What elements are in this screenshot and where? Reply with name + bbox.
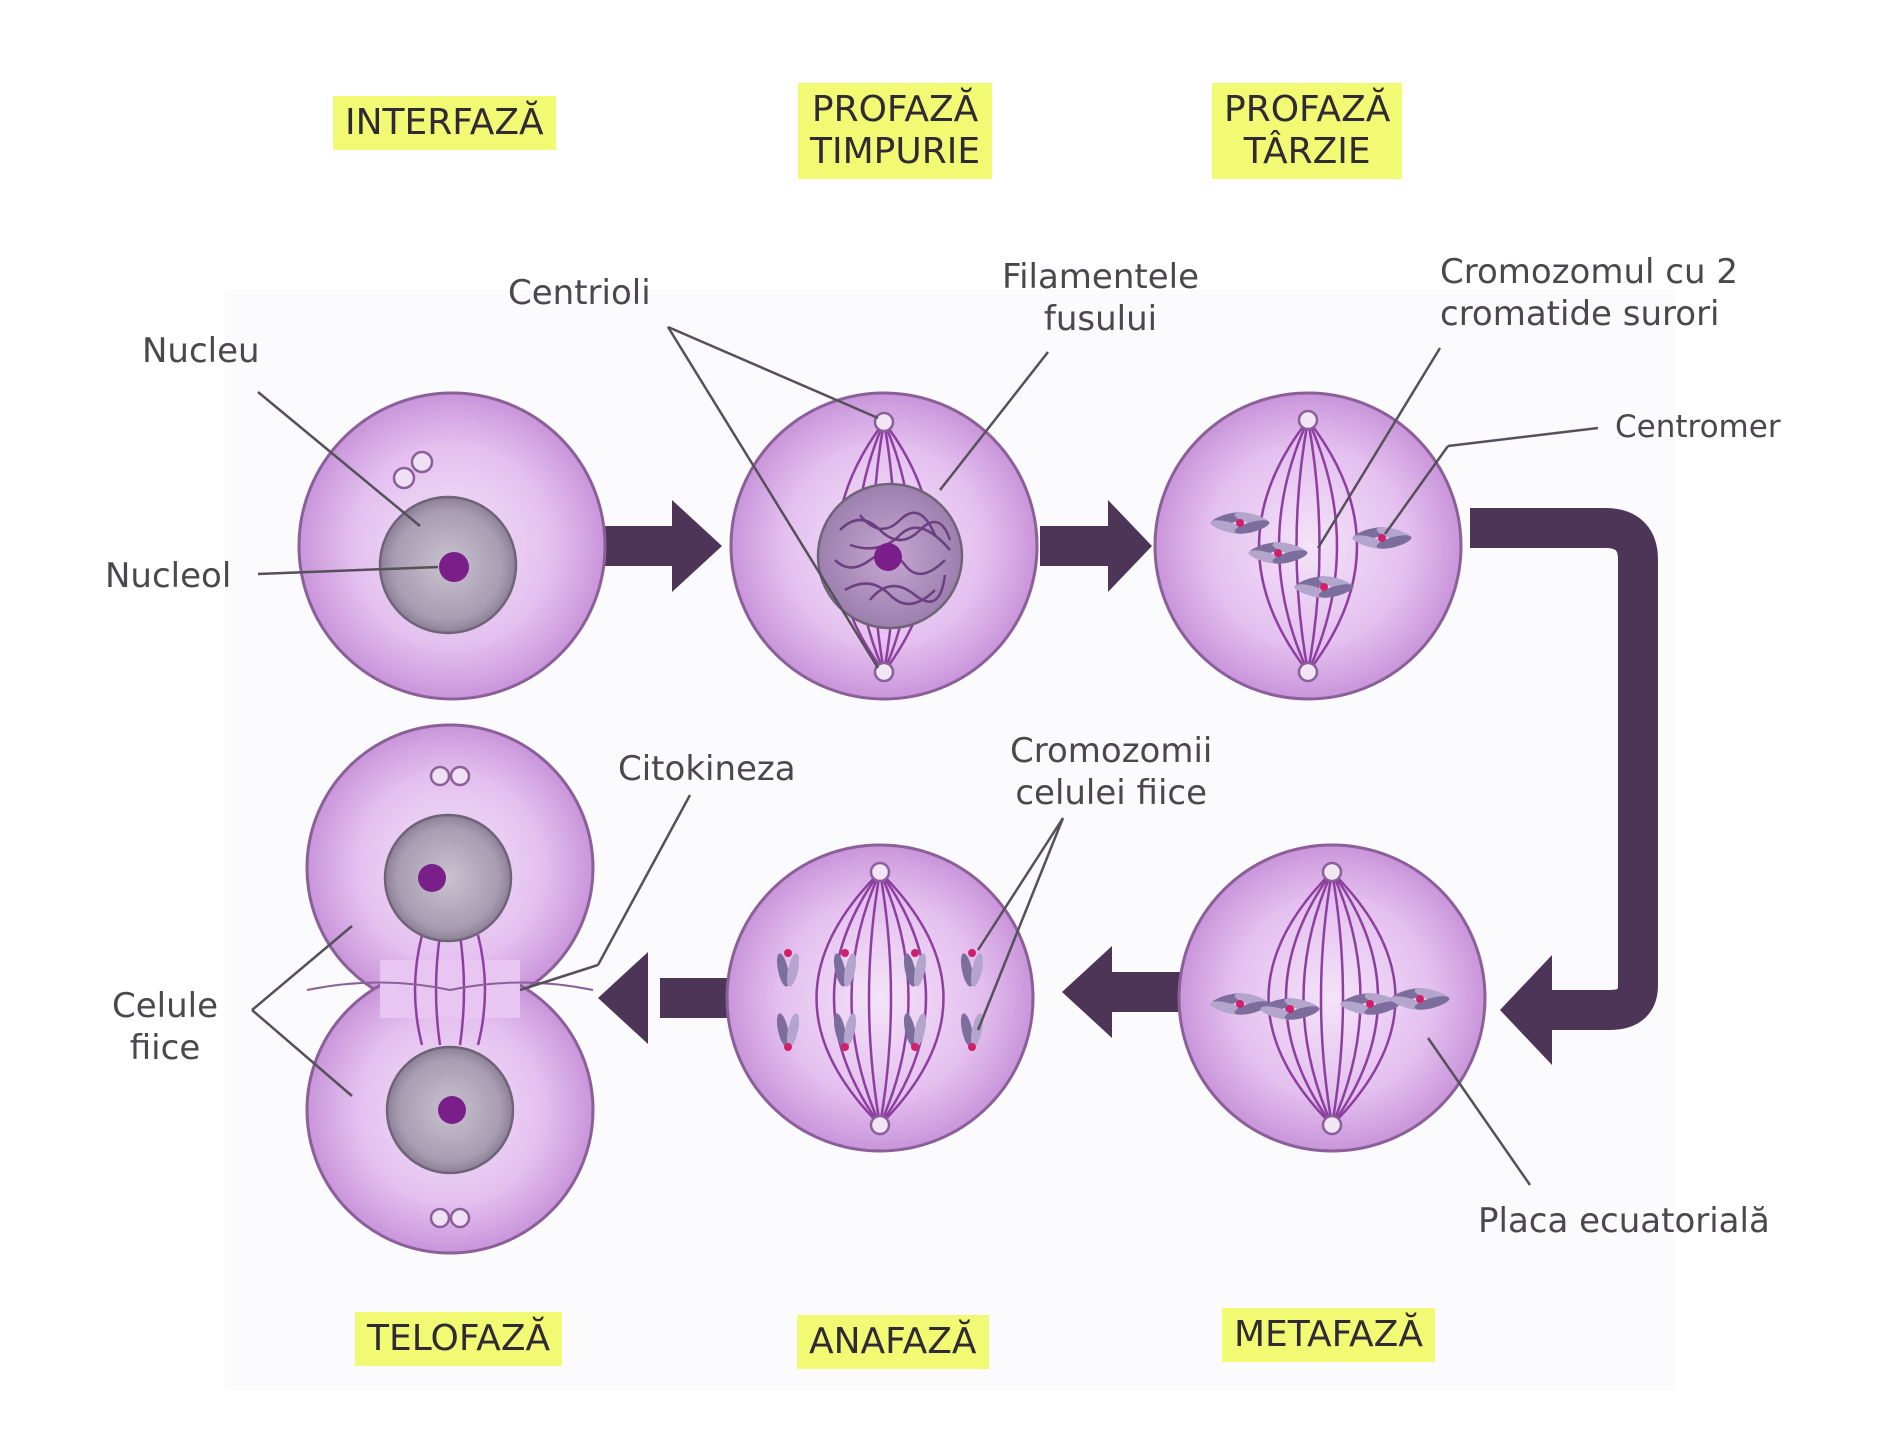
- leader-daughter-cell-top: [251, 925, 353, 1011]
- label-nucleolus: Nucleol: [105, 556, 232, 596]
- nucleolus-icon: [438, 1096, 466, 1124]
- label-cytokinesis: Citokineza: [618, 749, 796, 789]
- centriole-icon: [869, 1114, 891, 1136]
- leader-centriole-top: [667, 325, 879, 420]
- phase-early-prophase-line1: PROFAZĂ: [811, 89, 979, 130]
- label-daughter-cells-line1: Celule: [112, 986, 219, 1026]
- arrow-head-to-metaphase: [1500, 955, 1552, 1065]
- centriole-icon: [429, 765, 451, 787]
- phase-telophase: TELOFAZĂ: [355, 1312, 563, 1366]
- arrow-early-to-late-prophase: [1040, 500, 1152, 592]
- phase-metaphase: METAFAZĂ: [1222, 1308, 1435, 1362]
- centriole-icon: [429, 1207, 451, 1229]
- centriole-icon: [410, 450, 434, 474]
- phase-early-prophase: PROFAZĂ TIMPURIE: [798, 83, 993, 179]
- metaphase-cell: [1177, 843, 1487, 1153]
- anaphase-cell: [725, 843, 1035, 1153]
- nucleolus-icon: [874, 543, 902, 571]
- label-spindle-fibers: Filamentele fusului: [1002, 256, 1199, 340]
- leader-lines: [251, 325, 1599, 1186]
- arrow-metaphase-to-anaphase: [1062, 946, 1183, 1038]
- leader-nucleus: [257, 391, 421, 527]
- telophase-cells: [305, 723, 595, 1255]
- centromere-dots: [784, 949, 976, 1051]
- leader-equatorial-plate: [1426, 1037, 1532, 1186]
- label-equatorial-plate: Placa ecuatorială: [1478, 1201, 1770, 1241]
- centriole-icon: [873, 411, 895, 433]
- nucleolus-icon: [418, 864, 446, 892]
- label-spindle-line1: Filamentele: [1002, 257, 1200, 297]
- label-centrioles: Centrioli: [508, 273, 651, 313]
- label-spindle-line2: fusului: [1043, 299, 1158, 339]
- centriole-icon: [869, 861, 891, 883]
- label-chromosome-line1: Cromozomul cu 2: [1440, 252, 1738, 292]
- nucleolus-icon: [439, 552, 469, 582]
- leader-centromere-b: [1383, 445, 1450, 535]
- centriole-icon: [1321, 1114, 1343, 1136]
- leader-nucleolus: [257, 565, 439, 576]
- leader-centromere-a: [1447, 426, 1599, 448]
- spindle-fibers: [815, 871, 945, 1126]
- leader-chromosome: [1316, 347, 1442, 549]
- centriole-icon: [449, 765, 471, 787]
- phase-late-prophase: PROFAZĂ TÂRZIE: [1212, 83, 1403, 179]
- label-daughter-cells-line2: fiice: [129, 1028, 201, 1068]
- centriole-icon: [392, 466, 416, 490]
- leader-cytokinesis-b: [519, 963, 599, 992]
- leader-daughter-cell-bottom: [251, 1009, 353, 1097]
- leader-spindle: [939, 351, 1049, 491]
- label-daughter-chromosomes: Cromozomii celulei fiice: [1010, 730, 1212, 814]
- phase-anaphase: ANAFAZĂ: [797, 1315, 989, 1369]
- leader-cytokinesis-a: [596, 794, 692, 966]
- label-chromosome-line2: cromatide surori: [1440, 294, 1720, 334]
- phase-late-prophase-line2: TÂRZIE: [1243, 131, 1371, 172]
- phase-late-prophase-line1: PROFAZĂ: [1224, 89, 1391, 130]
- leader-daughter-chromosomes-b: [976, 817, 1065, 1031]
- centriole-icon: [449, 1207, 471, 1229]
- arrow-anaphase-to-telophase: [598, 952, 730, 1044]
- leader-centriole-bottom: [666, 326, 880, 669]
- centriole-icon: [873, 661, 895, 683]
- label-daughter-cells: Celule fiice: [112, 985, 218, 1069]
- remaining-spindle: [413, 934, 487, 1046]
- centriole-icon: [1321, 861, 1343, 883]
- label-daughter-chromosomes-line2: celulei fiice: [1015, 773, 1208, 813]
- phase-early-prophase-line2: TIMPURIE: [810, 131, 981, 172]
- late-prophase-cell: [1153, 391, 1463, 701]
- arrow-interphase-to-early-prophase: [600, 500, 722, 592]
- early-prophase-cell: [729, 391, 1039, 701]
- phase-interphase: INTERFAZĂ: [333, 96, 556, 150]
- label-centromere: Centromer: [1615, 409, 1781, 445]
- centriole-icon: [1297, 661, 1319, 683]
- arrow-late-prophase-to-metaphase: [1470, 508, 1658, 1030]
- centriole-icon: [1297, 409, 1319, 431]
- leader-daughter-chromosomes-a: [976, 817, 1065, 951]
- interphase-cell: [297, 391, 607, 701]
- label-daughter-chromosomes-line1: Cromozomii: [1010, 731, 1213, 771]
- label-nucleus: Nucleu: [142, 331, 260, 371]
- nucleus-icon: [383, 813, 513, 943]
- cleavage-furrow: [306, 981, 594, 992]
- label-chromosome: Cromozomul cu 2 cromatide surori: [1440, 251, 1738, 335]
